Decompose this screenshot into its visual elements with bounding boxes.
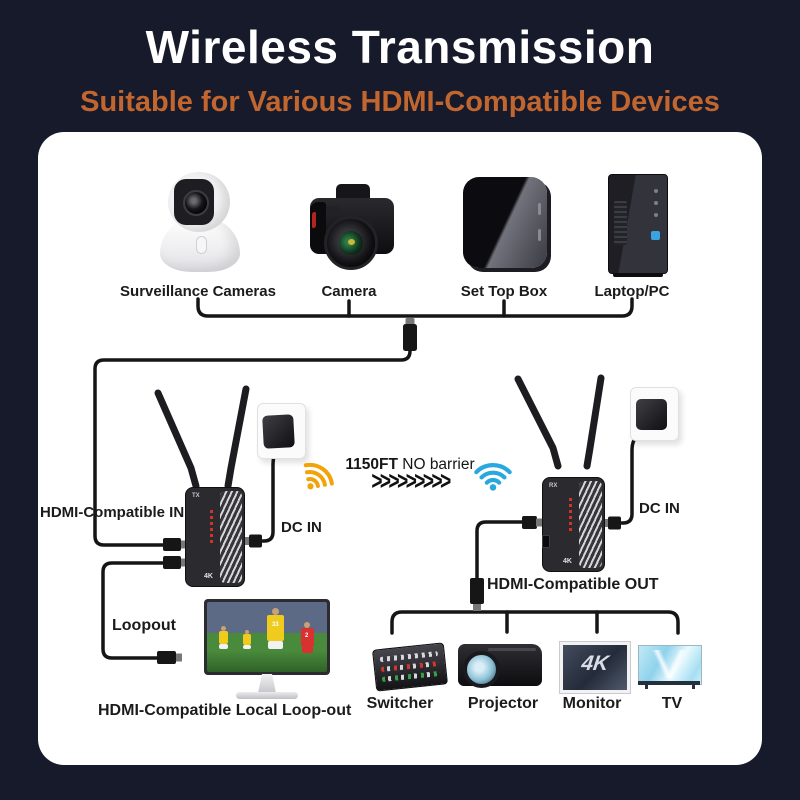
camera-lens <box>324 216 378 270</box>
rx-dc-in-label: DC IN <box>639 500 680 517</box>
pc-port <box>654 201 658 205</box>
dslr-camera-image <box>302 182 399 275</box>
camera-red-accent <box>312 211 316 229</box>
switcher-buttons <box>379 651 439 663</box>
pc-logo <box>651 231 660 240</box>
hdmi-out-label: HDMI-Compatible OUT <box>487 576 659 593</box>
switcher-image <box>372 642 448 692</box>
set-top-box-image <box>463 177 547 268</box>
transmitter-unit: TX 4K <box>185 487 245 587</box>
receiver-tag: RX <box>549 483 558 489</box>
set-top-box-port <box>538 229 541 241</box>
rx-power-adapter <box>636 399 667 430</box>
label-monitor: Monitor <box>562 695 622 712</box>
tv-leg <box>645 684 648 689</box>
projector-top-edge <box>488 648 536 651</box>
pc-vent <box>614 201 627 245</box>
surveillance-camera-image <box>155 172 245 272</box>
page-subtitle: Suitable for Various HDMI-Compatible Dev… <box>80 86 720 118</box>
tx-dc-in-label: DC IN <box>281 519 322 536</box>
loopout-monitor-screen: 33 2 <box>207 602 327 672</box>
signal-chevrons: >>>>>>>>> <box>371 468 451 497</box>
transmitter-tag: TX <box>192 493 200 499</box>
label-tv: TV <box>661 695 683 712</box>
loopout-label: Loopout <box>112 617 176 634</box>
label-set-top-box: Set Top Box <box>460 283 548 300</box>
label-camera: Camera <box>321 283 377 300</box>
projector-lens <box>463 651 500 688</box>
monitor-base <box>236 692 298 699</box>
projector-image <box>458 644 542 688</box>
laptop-pc-image <box>608 174 668 277</box>
label-laptop-pc: Laptop/PC <box>594 283 670 300</box>
set-top-box-port <box>538 203 541 215</box>
receiver-unit: RX 4K <box>542 477 605 572</box>
label-surveillance-cameras: Surveillance Cameras <box>120 283 276 300</box>
pc-port <box>654 213 658 217</box>
transmitter-carbon-stripes <box>220 490 243 584</box>
receiver-carbon-stripes <box>579 480 603 569</box>
surveillance-camera-face <box>174 179 214 225</box>
tx-power-adapter <box>262 414 295 449</box>
transmitter-4k-badge: 4K <box>204 573 213 580</box>
loopout-monitor: 33 2 <box>204 599 330 675</box>
label-projector: Projector <box>467 695 539 712</box>
tv-bottom-bar <box>638 681 700 685</box>
label-switcher: Switcher <box>366 695 434 712</box>
transmitter-brand-stripe <box>210 510 213 546</box>
local-loopout-caption: HDMI-Compatible Local Loop-out <box>98 702 352 719</box>
camera-lens-glint <box>348 239 355 245</box>
monitor-4k-text: 4K <box>580 652 611 675</box>
hdmi-in-label: HDMI-Compatible IN <box>40 504 185 521</box>
surveillance-camera-button <box>196 236 207 254</box>
surveillance-camera-head <box>168 172 230 232</box>
distance-suffix: NO barrier <box>397 456 475 473</box>
receiver-brand-stripe <box>569 498 572 534</box>
tv-leg <box>692 684 695 689</box>
monitor-stand <box>258 674 276 693</box>
monitor-4k-image: 4K <box>560 642 630 693</box>
pc-button <box>654 189 658 193</box>
camera-viewfinder <box>336 184 370 202</box>
tv-image <box>638 645 702 689</box>
page-title: Wireless Transmission <box>145 21 655 73</box>
receiver-4k-badge: 4K <box>563 558 572 565</box>
tv-screen-art <box>647 650 693 678</box>
switcher-buttons <box>380 660 440 673</box>
camera-dial <box>324 206 340 216</box>
camera-lens-glass <box>339 231 363 255</box>
receiver-empty-port <box>542 535 550 548</box>
wifi-signal-icon-blue <box>472 459 514 492</box>
surveillance-camera-lens <box>183 190 209 216</box>
switcher-buttons <box>381 670 441 682</box>
pc-feet <box>613 273 663 277</box>
